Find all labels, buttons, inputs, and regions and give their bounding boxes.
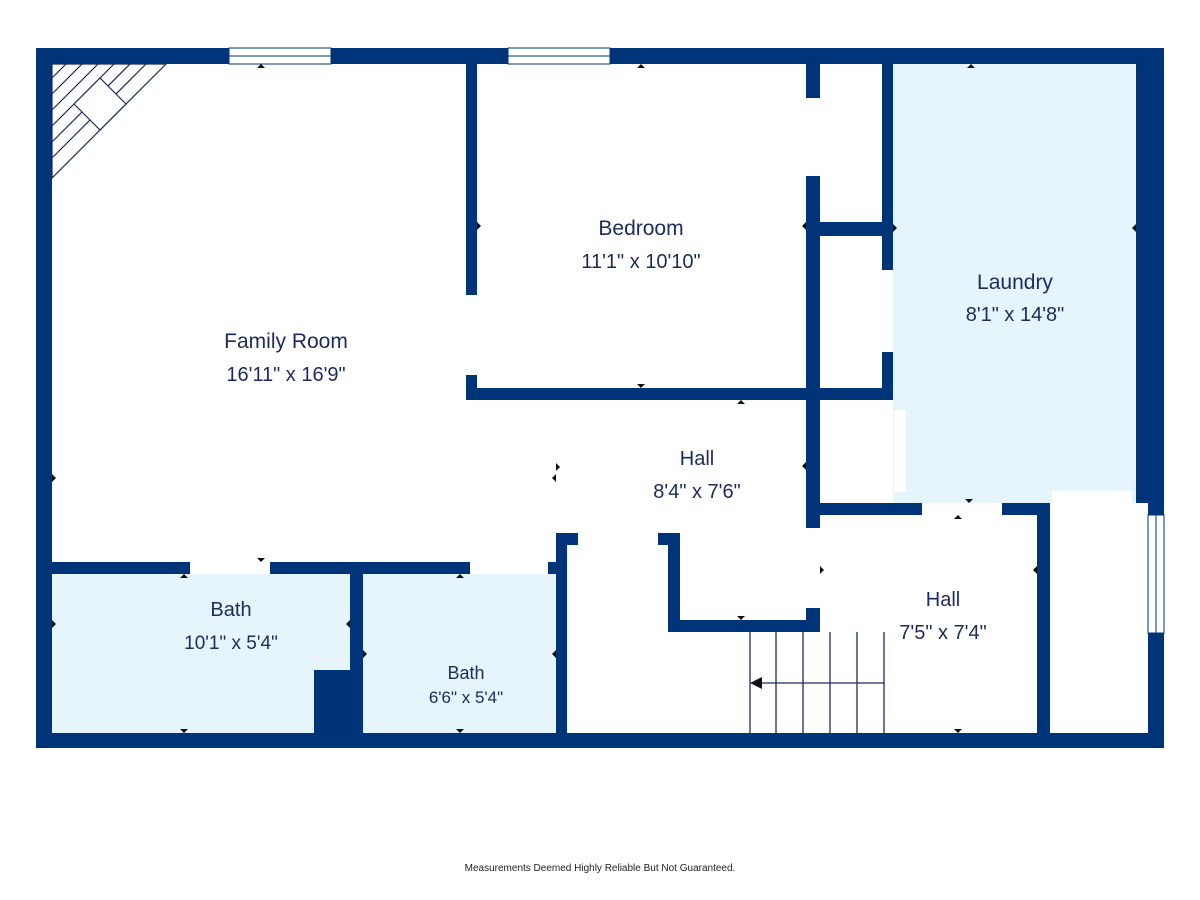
- hall-right-floor: [820, 515, 1037, 733]
- hall-right-dims: 7'5" x 7'4": [899, 622, 986, 644]
- family-room-name: Family Room: [224, 330, 348, 353]
- window-icon: [228, 47, 332, 65]
- bath-left-floor: [52, 574, 350, 733]
- laundry-floor: [893, 64, 1136, 503]
- closet-middle-door: [882, 270, 893, 352]
- bath-mid-floor: [363, 574, 556, 733]
- hall-center-name: Hall: [680, 448, 714, 470]
- dimension-markers: [52, 64, 1136, 733]
- window-icon: [507, 47, 611, 65]
- bath-mid-name: Bath: [447, 663, 484, 683]
- family-room-dims: 16'11" x 16'9": [226, 364, 345, 386]
- closet-middle-floor: [820, 236, 882, 388]
- closet-lower-door: [894, 410, 906, 492]
- utility-area-floor: [567, 545, 668, 733]
- bath-mid-door: [470, 562, 548, 574]
- family-room-bedroom-opening: [466, 295, 477, 375]
- closet-lower-floor: [820, 400, 894, 503]
- storage-right-floor: [1050, 503, 1148, 733]
- family-room-floor: [52, 64, 806, 620]
- bath-left-door: [190, 562, 270, 574]
- storage-door: [1052, 491, 1132, 503]
- bath-left-dims: 10'1" x 5'4": [184, 633, 278, 654]
- hall-center-dims: 8'4" x 7'6": [653, 481, 740, 503]
- fireplace-icon: [51, 63, 168, 180]
- closet-upper-floor: [820, 64, 882, 222]
- laundry-door: [922, 503, 1002, 515]
- stairs-icon: [749, 632, 885, 733]
- bath-left-name: Bath: [210, 599, 251, 621]
- bedroom-dims: 11'1" x 10'10": [581, 251, 700, 273]
- utility-door: [578, 533, 658, 545]
- hall-right-name: Hall: [926, 589, 960, 611]
- bedroom-name: Bedroom: [598, 217, 683, 240]
- arrow-left-icon: [750, 677, 762, 689]
- bath-mid-dims: 6'6" x 5'4": [429, 688, 503, 707]
- laundry-name: Laundry: [977, 271, 1053, 294]
- measurement-disclaimer: Measurements Deemed Highly Reliable But …: [464, 863, 736, 874]
- bedroom-floor: [477, 64, 806, 388]
- hall-right-door: [806, 528, 820, 608]
- laundry-dims: 8'1" x 14'8": [966, 304, 1065, 326]
- wall-chase: [314, 670, 350, 733]
- window-icon: [1147, 514, 1165, 634]
- closet-upper-door: [806, 98, 820, 176]
